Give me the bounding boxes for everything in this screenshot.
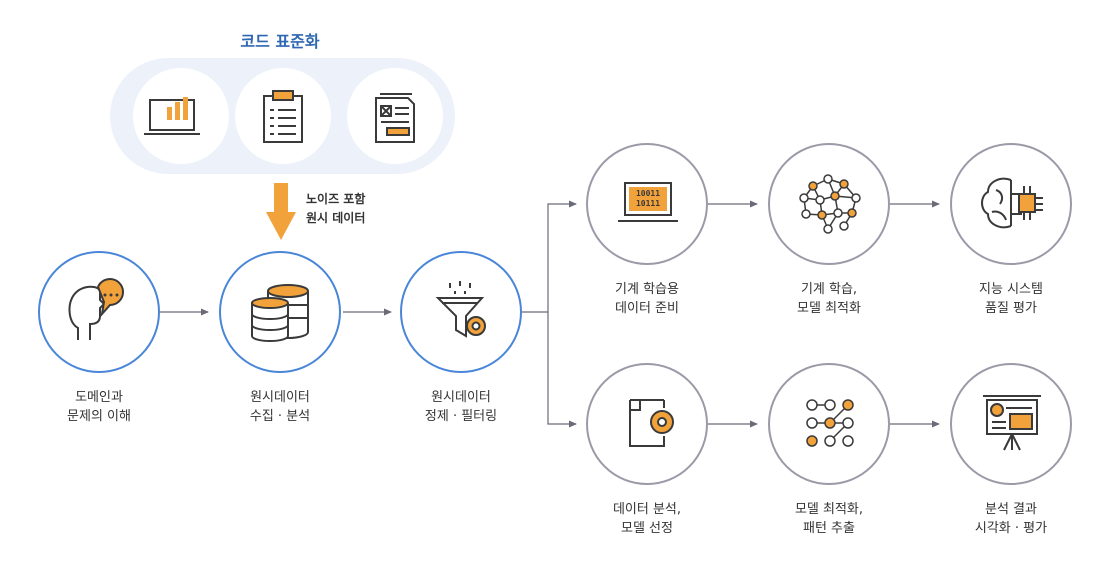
label-analysis-line1: 데이터 분석, (612, 502, 682, 517)
label-ai-eval-line1: 지능 시스템 (979, 282, 1043, 297)
noise-label-line1: 노이즈 포함 (306, 192, 366, 206)
label-ml-prep-line1: 기계 학습용 (615, 282, 679, 297)
standardization-circle-1 (133, 68, 229, 164)
down-arrow-icon (266, 183, 296, 240)
label-ml-train-line2: 모델 최적화 (797, 301, 861, 316)
label-refine-line2: 정제 · 필터링 (424, 409, 498, 424)
label-ai-eval-line2: 품질 평가 (985, 301, 1037, 316)
document-gear-icon (629, 399, 674, 447)
label-ml-prep: 기계 학습용 데이터 준비 (567, 280, 727, 318)
node-ml-train-circle (768, 143, 890, 265)
label-visual-line1: 분석 결과 (985, 502, 1037, 517)
code-standardization-title: 코드 표준화 (240, 32, 320, 51)
label-domain-line2: 문제의 이해 (67, 409, 131, 424)
presentation-board-icon (983, 395, 1041, 451)
label-domain-line1: 도메인과 (75, 390, 123, 405)
label-visual: 분석 결과 시각화 · 평가 (931, 500, 1091, 538)
label-ml-train-line1: 기계 학습, (800, 282, 858, 297)
label-refine: 원시데이터 정제 · 필터링 (381, 388, 541, 426)
arrow-refine-to-ml-prep (522, 200, 577, 313)
connectors (160, 200, 940, 428)
database-icon (251, 284, 309, 342)
clipboard-checklist-icon (263, 90, 303, 143)
noise-label-line2: 원시 데이터 (306, 211, 366, 225)
label-collect-line1: 원시데이터 (250, 390, 310, 405)
code-standardization-group (110, 58, 455, 174)
label-collect-line2: 수집 · 분석 (249, 409, 311, 424)
label-pattern: 모델 최적화, 패턴 추출 (749, 500, 909, 538)
noise-raw-data-label: 노이즈 포함 원시 데이터 (306, 190, 406, 228)
label-analysis: 데이터 분석, 모델 선정 (567, 500, 727, 538)
neural-network-icon (799, 174, 861, 234)
standardization-circle-2 (235, 68, 331, 164)
label-analysis-line2: 모델 선정 (621, 521, 673, 536)
label-ai-eval: 지능 시스템 품질 평가 (931, 280, 1091, 318)
label-pattern-line1: 모델 최적화, (794, 502, 864, 517)
binary-laptop-icon: 10011 10111 (618, 182, 678, 222)
binary-text-1: 10011 (636, 189, 660, 198)
document-form-icon (375, 93, 415, 143)
label-ml-train: 기계 학습, 모델 최적화 (749, 280, 909, 318)
label-pattern-line2: 패턴 추출 (803, 521, 855, 536)
standardization-circle-3 (347, 68, 443, 164)
chart-monitor-icon (144, 97, 200, 135)
label-ml-prep-line2: 데이터 준비 (615, 301, 679, 316)
label-refine-line1: 원시데이터 (431, 390, 491, 405)
head-speech-bubble-icon (68, 278, 124, 340)
brain-chip-icon (981, 177, 1043, 229)
label-domain: 도메인과 문제의 이해 (19, 388, 179, 426)
pattern-nodes-icon (806, 399, 854, 447)
funnel-gear-icon (435, 281, 486, 338)
arrow-refine-to-analysis (547, 312, 577, 428)
label-visual-line2: 시각화 · 평가 (974, 521, 1048, 536)
binary-text-2: 10111 (636, 199, 660, 208)
label-collect: 원시데이터 수집 · 분석 (200, 388, 360, 426)
node-analysis-circle (586, 363, 708, 485)
